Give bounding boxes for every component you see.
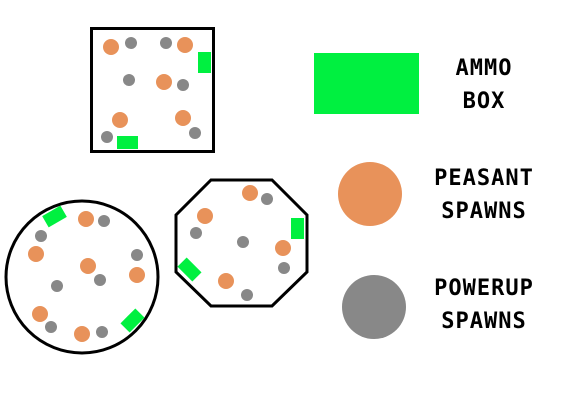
- square-room: [90, 27, 215, 153]
- peasant-spawn: [112, 112, 128, 128]
- powerup-spawn: [45, 321, 57, 333]
- legend-powerup-swatch: [342, 275, 406, 339]
- peasant-spawn: [80, 258, 96, 274]
- powerup-spawn: [123, 74, 135, 86]
- powerup-spawn: [131, 249, 143, 261]
- peasant-spawn: [177, 37, 193, 53]
- peasant-spawn: [242, 185, 258, 201]
- peasant-spawn: [28, 246, 44, 262]
- powerup-spawn: [96, 326, 108, 338]
- powerup-spawn: [101, 131, 113, 143]
- ammo-box: [120, 308, 145, 333]
- powerup-spawn: [98, 215, 110, 227]
- legend-powerup-label-line2: SPAWNS: [441, 309, 527, 334]
- powerup-spawn: [241, 289, 253, 301]
- legend-ammo-label: AMMO BOX: [414, 52, 554, 118]
- ammo-box: [117, 136, 138, 149]
- legend-peasant-swatch: [338, 162, 402, 226]
- powerup-spawn: [190, 227, 202, 239]
- legend-ammo-label-line1: AMMO: [455, 56, 513, 81]
- powerup-spawn: [177, 79, 189, 91]
- powerup-spawn: [160, 37, 172, 49]
- peasant-spawn: [175, 110, 191, 126]
- peasant-spawn: [103, 39, 119, 55]
- octagon-room: [174, 178, 309, 308]
- legend-powerup-label: POWERUP SPAWNS: [414, 272, 554, 338]
- powerup-spawn: [261, 193, 273, 205]
- peasant-spawn: [129, 267, 145, 283]
- powerup-spawn: [237, 236, 249, 248]
- peasant-spawn: [74, 326, 90, 342]
- powerup-spawn: [51, 280, 63, 292]
- ammo-box: [177, 257, 202, 282]
- legend-peasant-label-line1: PEASANT: [434, 166, 534, 191]
- peasant-spawn: [32, 306, 48, 322]
- powerup-spawn: [125, 37, 137, 49]
- powerup-spawn: [94, 274, 106, 286]
- powerup-spawn: [278, 262, 290, 274]
- round-room: [4, 199, 160, 355]
- ammo-box: [198, 52, 211, 73]
- legend: [314, 53, 419, 339]
- peasant-spawn: [78, 211, 94, 227]
- peasant-spawn: [197, 208, 213, 224]
- ammo-box: [42, 205, 67, 228]
- legend-ammo-label-line2: BOX: [462, 89, 506, 114]
- peasant-spawn: [156, 74, 172, 90]
- peasant-spawn: [275, 240, 291, 256]
- powerup-spawn: [35, 230, 47, 242]
- legend-peasant-label-line2: SPAWNS: [441, 199, 527, 224]
- peasant-spawn: [218, 273, 234, 289]
- powerup-spawn: [189, 127, 201, 139]
- legend-ammo-swatch: [314, 53, 419, 114]
- legend-powerup-label-line1: POWERUP: [434, 276, 534, 301]
- ammo-box: [291, 218, 304, 239]
- legend-peasant-label: PEASANT SPAWNS: [414, 162, 554, 228]
